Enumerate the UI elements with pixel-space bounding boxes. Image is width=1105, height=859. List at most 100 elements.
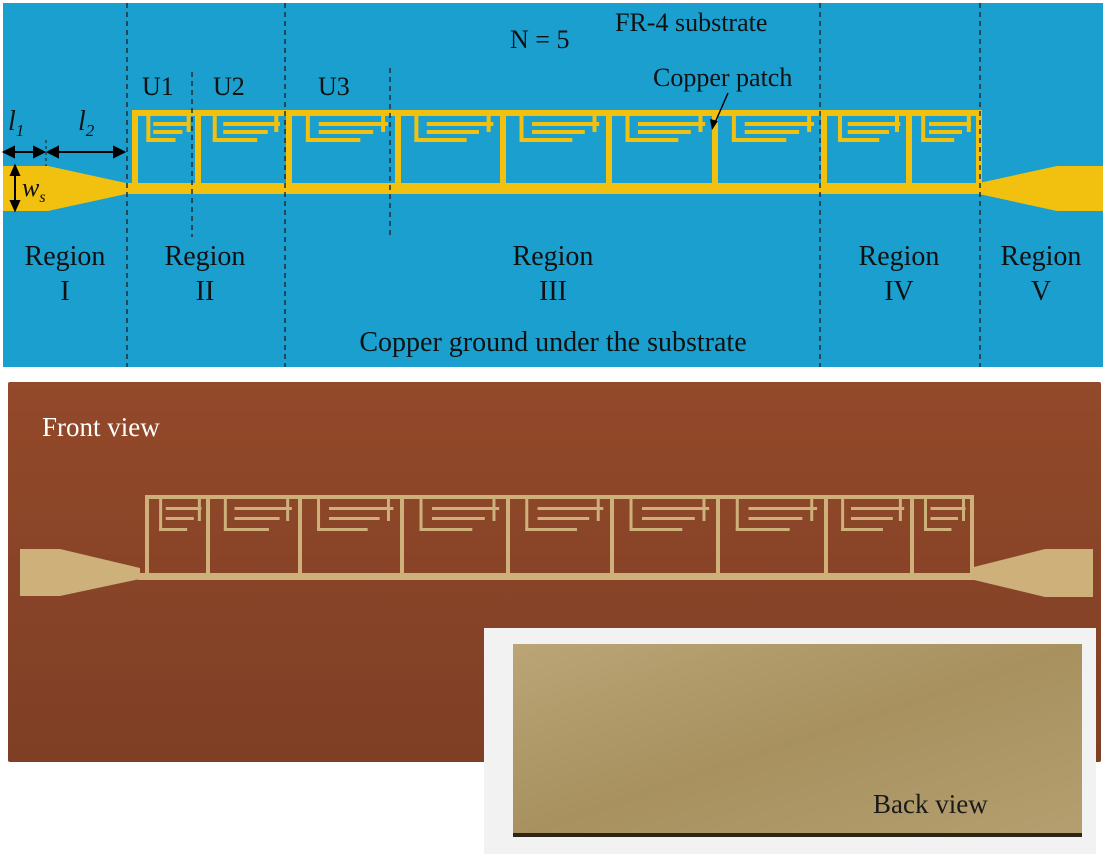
feed-line [138, 573, 976, 580]
cell-wall [821, 110, 827, 183]
cell-wall [206, 495, 210, 573]
cell-wall [298, 495, 302, 573]
cell-finger [735, 528, 790, 531]
feed-line [124, 183, 982, 194]
cell-finger [146, 138, 176, 142]
cell-hook [810, 495, 814, 521]
cell-finger [929, 130, 962, 134]
cell-wall [716, 495, 720, 573]
l2-arrowhead-right [113, 145, 127, 159]
cell-hook [381, 110, 386, 132]
cell-finger [537, 507, 604, 510]
cell-finger [532, 122, 600, 126]
cell-finger [318, 130, 374, 134]
cell-finger [841, 528, 883, 531]
cell-hook [317, 495, 321, 531]
cell-finger [532, 130, 585, 134]
cell-finger [625, 138, 679, 142]
right-taper [979, 166, 1103, 211]
cell-finger [638, 130, 691, 134]
region-label-2-word: Region [165, 241, 246, 272]
region-label-4-word: Region [859, 241, 940, 272]
unit-label-u1: U1 [142, 72, 174, 101]
cell-wall [195, 110, 201, 183]
cell-wall [976, 110, 982, 183]
cell-finger [305, 138, 361, 142]
copper-patch-label: Copper patch [653, 63, 792, 92]
cell-finger [153, 130, 183, 134]
back-view-label: Back view [873, 789, 988, 819]
cell-hook [525, 495, 529, 531]
cell-hook [419, 495, 423, 531]
cell-hook [197, 495, 201, 521]
cell-wall [906, 110, 912, 183]
region-label-1-word: Region [25, 241, 106, 272]
cell-hook [286, 495, 290, 521]
cell-wall [970, 495, 974, 573]
cell-finger [748, 507, 818, 510]
cell-hook [519, 110, 524, 142]
cell-finger [537, 517, 590, 520]
cell-finger [838, 138, 880, 142]
region-label-4-num: IV [884, 276, 914, 307]
cell-wall [132, 110, 138, 183]
cell-finger [642, 517, 695, 520]
substrate-label: FR-4 substrate [615, 8, 767, 37]
cell-hook [625, 110, 630, 142]
l2-label: l2 [78, 106, 95, 140]
cell-finger [924, 528, 952, 531]
cell-finger [223, 122, 280, 126]
region-label-5-num: V [1031, 276, 1051, 307]
cell-wall [712, 110, 718, 183]
cell-hook [414, 110, 419, 142]
n-label: N = 5 [510, 25, 569, 54]
cell-wall [400, 495, 404, 573]
cell-wall [606, 110, 612, 183]
cell-hook [966, 110, 971, 132]
cell-wall [910, 495, 914, 573]
cell-finger [234, 507, 292, 510]
l1-arrowhead-left [1, 145, 15, 159]
front-left-taper [20, 549, 140, 596]
cell-wall [506, 495, 510, 573]
cell-finger [629, 528, 683, 531]
ws-arrowhead-top [9, 163, 21, 176]
left-taper [3, 166, 126, 211]
cell-hook [212, 110, 217, 142]
cell-hook [186, 110, 191, 132]
cell-hook [702, 495, 706, 521]
cell-hook [592, 110, 597, 132]
cell-finger [921, 138, 955, 142]
cell-finger [414, 138, 467, 142]
front-view-label: Front view [42, 412, 160, 442]
cell-hook [962, 495, 965, 521]
cell-finger [519, 138, 573, 142]
top-bar [147, 495, 973, 499]
l1-arrowhead-right [33, 145, 47, 159]
cell-finger [930, 507, 966, 510]
cell-hook [841, 495, 845, 531]
copper-patch-structure [124, 110, 982, 194]
l1-label: l1 [8, 106, 24, 140]
cell-finger [642, 507, 710, 510]
cell-wall [500, 110, 506, 183]
cell-wall [145, 495, 149, 573]
ws-label: ws [22, 173, 46, 206]
cell-hook [386, 495, 390, 521]
cell-hook [898, 495, 902, 521]
cell-hook [731, 110, 736, 142]
cell-finger [851, 507, 905, 510]
cell-hook [596, 495, 600, 521]
cell-hook [629, 495, 633, 531]
cell-finger [165, 507, 202, 510]
region-label-5-word: Region [1001, 241, 1082, 272]
cell-finger [426, 130, 479, 134]
cell-finger [234, 517, 280, 520]
cell-finger [847, 130, 889, 134]
region-label-1-num: I [60, 276, 69, 307]
cell-finger [212, 138, 258, 142]
cell-hook [492, 495, 496, 521]
unit-label-u2: U2 [213, 72, 245, 101]
ground-label: Copper ground under the substrate [359, 327, 746, 358]
cell-finger [744, 122, 815, 126]
